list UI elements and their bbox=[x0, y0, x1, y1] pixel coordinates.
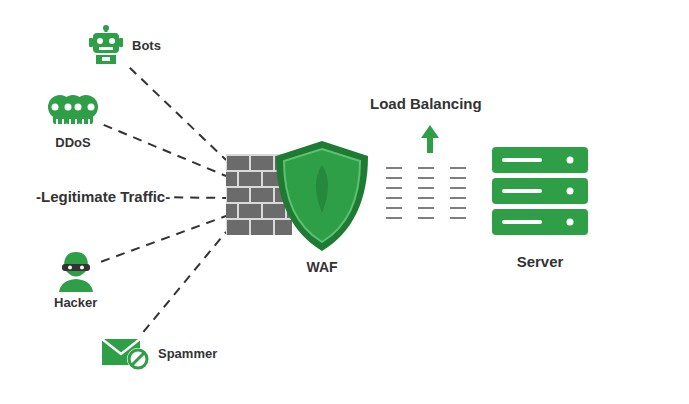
node-label: DDoS bbox=[55, 135, 90, 150]
node-label: WAF bbox=[226, 259, 376, 275]
annotation-label: Load Balancing bbox=[370, 95, 482, 112]
waf-shield-icon bbox=[226, 135, 376, 253]
waf-node: WAF bbox=[226, 135, 376, 275]
dashed-connector bbox=[130, 68, 226, 160]
load-balancing-arrow bbox=[421, 125, 439, 153]
dashed-connector bbox=[143, 232, 226, 332]
node-label: Spammer bbox=[158, 346, 217, 361]
hacker-source: Hacker bbox=[54, 250, 97, 310]
hacker-icon bbox=[57, 250, 95, 292]
bots-source: Bots bbox=[86, 25, 161, 65]
node-label: Server bbox=[517, 253, 564, 270]
server-node: Server bbox=[490, 143, 590, 270]
node-label: Bots bbox=[132, 38, 161, 53]
dashed-connector bbox=[104, 125, 226, 176]
spammer-source: Spammer bbox=[100, 335, 217, 371]
ddos-source: DDoS bbox=[46, 92, 100, 150]
traffic-source: -Legitimate Traffic- bbox=[36, 188, 170, 205]
spammer-icon bbox=[100, 335, 152, 371]
node-label: Hacker bbox=[54, 295, 97, 310]
dashed-connector bbox=[174, 197, 226, 199]
server-icon bbox=[490, 143, 590, 243]
node-label: -Legitimate Traffic- bbox=[36, 188, 170, 205]
ddos-icon bbox=[46, 92, 100, 132]
dashed-connector bbox=[386, 168, 478, 218]
bot-icon bbox=[86, 25, 126, 65]
